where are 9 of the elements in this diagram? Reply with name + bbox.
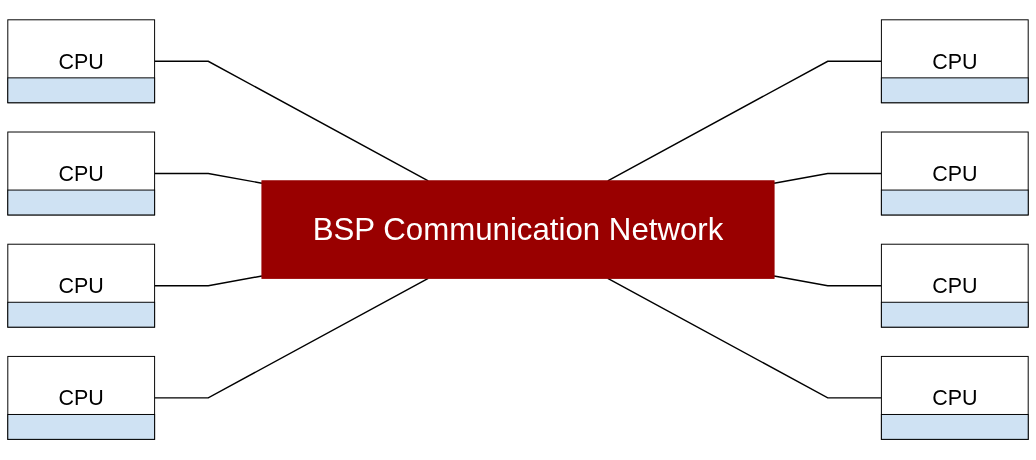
connector — [153, 278, 429, 400]
connector — [773, 173, 883, 185]
connector — [773, 275, 883, 287]
connector — [607, 278, 883, 400]
connector — [153, 275, 263, 287]
connector — [153, 60, 429, 182]
node-box: BSP Communication Network — [261, 180, 775, 280]
connector — [607, 60, 883, 182]
connector — [153, 173, 263, 185]
